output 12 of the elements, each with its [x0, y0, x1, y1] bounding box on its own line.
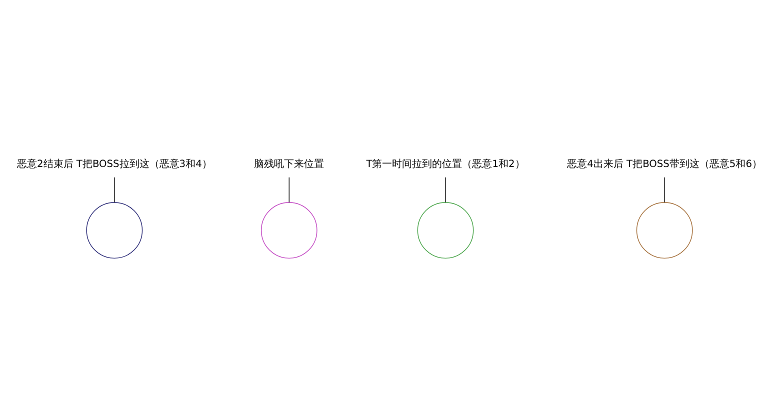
node-circle: [417, 202, 474, 259]
node-text: 恶意4出来后 T把BOSS带到这（恶意5和6）: [567, 159, 762, 170]
node-text: T第一时间拉到的位置（恶意1和2）: [366, 159, 525, 170]
connector: [445, 176, 446, 203]
connector: [288, 176, 290, 203]
node-circle: [86, 202, 143, 259]
node-text: 脑残吼下来位置: [254, 159, 324, 170]
node-circle: [636, 202, 693, 259]
connector: [664, 176, 665, 203]
node-text: 恶意2结束后 T把BOSS拉到这（恶意3和4）: [17, 159, 212, 170]
node-circle: [260, 202, 318, 259]
connector: [114, 176, 115, 203]
